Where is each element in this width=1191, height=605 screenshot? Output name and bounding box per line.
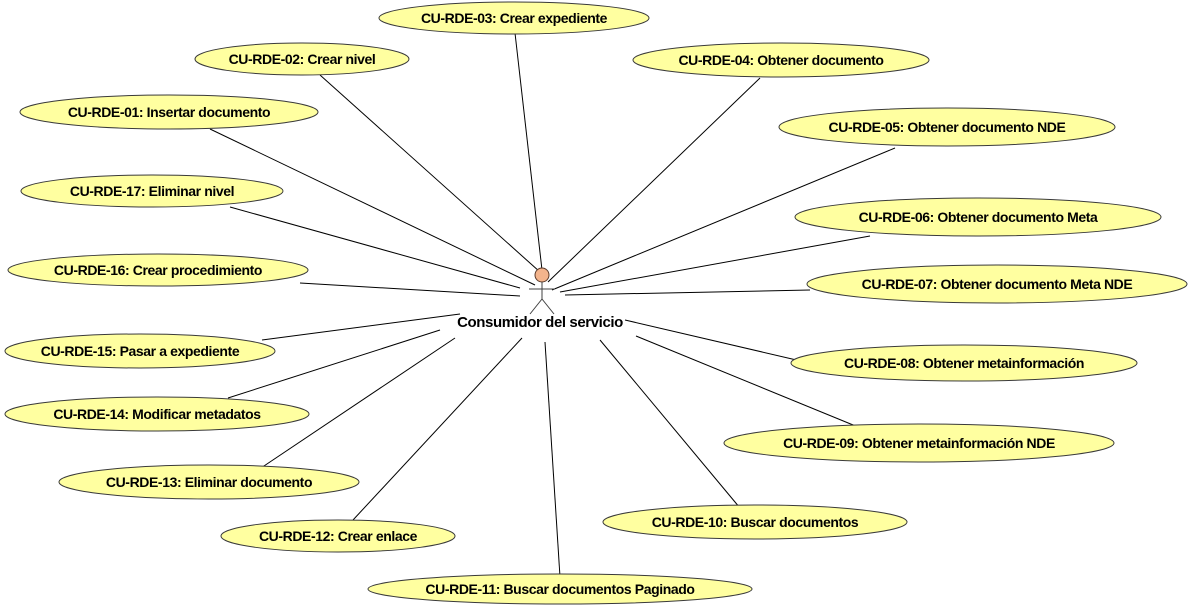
actor-leg-right xyxy=(541,298,555,315)
use-case-label: CU-RDE-06: Obtener documento Meta xyxy=(859,209,1098,225)
use-case-label: CU-RDE-08: Obtener metainformación xyxy=(844,355,1084,371)
use-case-ellipse xyxy=(378,1,650,35)
association-rde-09 xyxy=(635,335,859,428)
use-case-rde-12[interactable]: CU-RDE-12: Crear enlace xyxy=(220,519,456,553)
use-case-label: CU-RDE-09: Obtener metainformación NDE xyxy=(783,435,1055,451)
use-case-rde-10[interactable]: CU-RDE-10: Buscar documentos xyxy=(602,504,908,540)
association-rde-10 xyxy=(599,339,741,509)
use-case-rde-07[interactable]: CU-RDE-07: Obtener documento Meta NDE xyxy=(806,264,1188,304)
use-case-ellipse xyxy=(4,396,310,432)
use-case-ellipse xyxy=(723,423,1115,463)
association-rde-04 xyxy=(547,77,761,283)
use-case-rde-15[interactable]: CU-RDE-15: Pasar a expediente xyxy=(4,333,276,369)
association-rde-16 xyxy=(299,282,521,297)
use-case-rde-13[interactable]: CU-RDE-13: Eliminar documento xyxy=(58,464,360,500)
association-rde-17 xyxy=(229,206,521,289)
use-case-label: CU-RDE-13: Eliminar documento xyxy=(106,474,312,490)
use-case-ellipse xyxy=(367,573,753,605)
use-case-ellipse xyxy=(632,42,930,78)
use-case-label: CU-RDE-11: Buscar documentos Paginado xyxy=(425,581,694,597)
use-case-ellipse xyxy=(602,504,908,540)
use-case-ellipse xyxy=(794,197,1162,237)
use-case-label: CU-RDE-05: Obtener documento NDE xyxy=(829,119,1066,135)
use-case-rde-03[interactable]: CU-RDE-03: Crear expediente xyxy=(378,1,650,35)
association-rde-13 xyxy=(254,337,456,473)
use-case-rde-06[interactable]: CU-RDE-06: Obtener documento Meta xyxy=(794,197,1162,237)
use-case-rde-05[interactable]: CU-RDE-05: Obtener documento NDE xyxy=(778,107,1116,147)
use-case-label: CU-RDE-01: Insertar documento xyxy=(68,104,270,120)
association-rde-05 xyxy=(551,147,896,291)
use-case-rde-04[interactable]: CU-RDE-04: Obtener documento xyxy=(632,42,930,78)
use-case-ellipse xyxy=(19,94,319,130)
use-case-label: CU-RDE-16: Crear procedimiento xyxy=(54,262,262,278)
use-case-label: CU-RDE-07: Obtener documento Meta NDE xyxy=(862,276,1133,292)
use-case-label: CU-RDE-14: Modificar metadatos xyxy=(53,406,261,422)
actor-leg-left xyxy=(529,298,543,315)
use-case-rde-08[interactable]: CU-RDE-08: Obtener metainformación xyxy=(790,344,1138,382)
use-case-ellipse xyxy=(778,107,1116,147)
use-case-label: CU-RDE-04: Obtener documento xyxy=(678,52,883,68)
associations xyxy=(209,32,896,578)
use-case-ellipse xyxy=(220,519,456,553)
use-case-ellipse xyxy=(20,174,284,208)
use-case-ellipse xyxy=(806,264,1188,304)
use-case-rde-17[interactable]: CU-RDE-17: Eliminar nivel xyxy=(20,174,284,208)
actor-figure[interactable] xyxy=(529,267,555,315)
actor-head-icon xyxy=(534,267,550,283)
association-rde-01 xyxy=(209,128,536,286)
use-case-rde-02[interactable]: CU-RDE-02: Crear nivel xyxy=(194,42,410,76)
use-case-label: CU-RDE-10: Buscar documentos xyxy=(652,514,859,530)
association-rde-02 xyxy=(319,74,541,273)
association-rde-14 xyxy=(227,329,441,399)
association-rde-15 xyxy=(261,313,461,341)
use-case-label: CU-RDE-12: Crear enlace xyxy=(259,528,418,544)
use-case-label: CU-RDE-15: Pasar a expediente xyxy=(41,343,240,359)
use-case-ellipse xyxy=(194,42,410,76)
use-case-label: CU-RDE-03: Crear expediente xyxy=(421,10,608,26)
use-case-ellipse xyxy=(58,464,360,500)
use-case-rde-16[interactable]: CU-RDE-16: Crear procedimiento xyxy=(7,253,309,287)
actor-name: Consumidor del servicio xyxy=(457,314,623,331)
use-case-rde-11[interactable]: CU-RDE-11: Buscar documentos Paginado xyxy=(367,573,753,605)
use-case-rde-01[interactable]: CU-RDE-01: Insertar documento xyxy=(19,94,319,130)
association-rde-03 xyxy=(514,32,543,271)
association-rde-11 xyxy=(544,341,561,578)
use-case-ellipse xyxy=(790,344,1138,382)
association-rde-07 xyxy=(564,289,811,296)
use-case-label: CU-RDE-17: Eliminar nivel xyxy=(70,183,234,199)
use-case-ellipse xyxy=(4,333,276,369)
association-rde-06 xyxy=(559,235,871,293)
use-case-rde-09[interactable]: CU-RDE-09: Obtener metainformación NDE xyxy=(723,423,1115,463)
use-case-ellipse xyxy=(7,253,309,287)
association-rde-12 xyxy=(352,337,523,521)
association-rde-08 xyxy=(624,319,806,363)
use-case-label: CU-RDE-02: Crear nivel xyxy=(229,51,376,67)
use-case-rde-14[interactable]: CU-RDE-14: Modificar metadatos xyxy=(4,396,310,432)
